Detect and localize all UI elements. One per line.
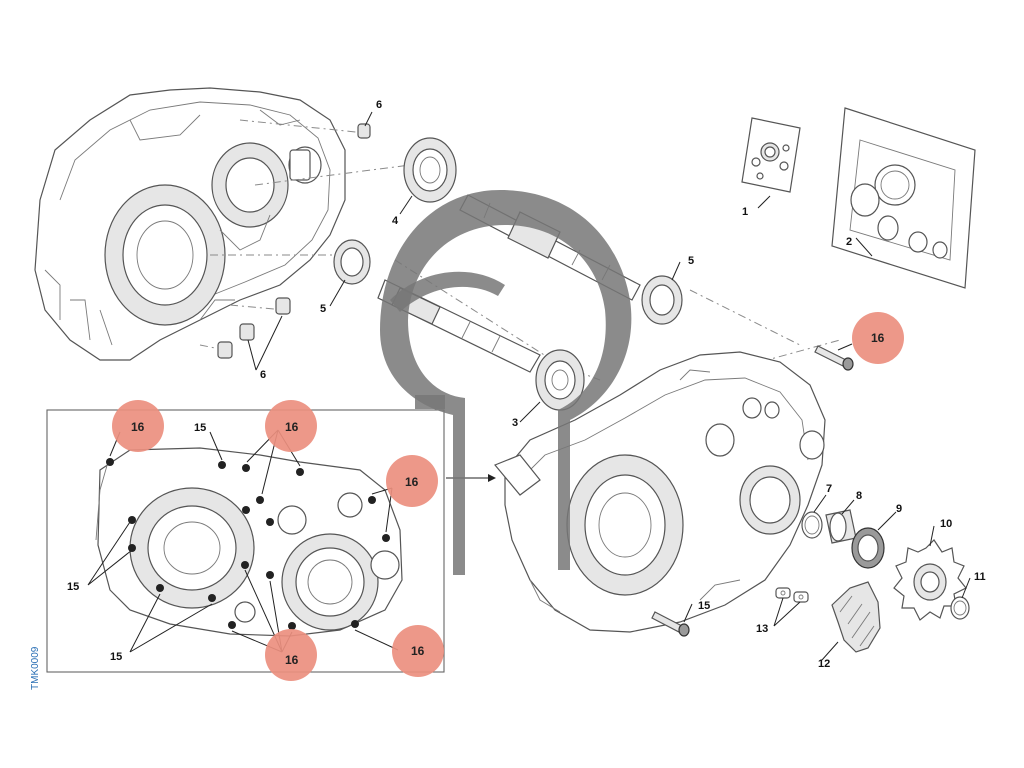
bolt-16-upper	[814, 345, 854, 371]
highlight-circle	[265, 629, 317, 681]
chain-link-13	[775, 587, 809, 603]
elephant-watermark	[380, 190, 632, 575]
callout-6: 6	[260, 369, 266, 381]
callout-15: 15	[698, 600, 710, 612]
bearing-4	[403, 137, 457, 203]
callout-13: 13	[756, 623, 768, 635]
callout-10: 10	[940, 518, 952, 530]
chain-12	[831, 581, 881, 653]
seal-9	[851, 527, 885, 569]
callout-16: 16	[285, 420, 299, 434]
drawing-code: TMK0009	[30, 646, 41, 690]
callout-16: 16	[871, 331, 885, 345]
callout-4: 4	[392, 215, 399, 227]
circlip-11	[950, 596, 970, 620]
right-crankcase-assembly	[494, 351, 826, 633]
dowel-pin	[275, 297, 291, 315]
callout-5: 5	[320, 303, 326, 315]
o-ring-7	[801, 511, 823, 539]
highlight-markers	[112, 312, 904, 681]
callout-11: 11	[974, 571, 986, 583]
callout-3: 3	[512, 417, 518, 429]
leader-lines	[87, 111, 971, 661]
left-crankcase-half	[34, 87, 346, 361]
callout-15: 15	[110, 651, 122, 663]
dowel-pin	[217, 341, 233, 359]
callout-9: 9	[896, 503, 902, 515]
callout-16: 16	[285, 653, 299, 667]
inset-bolt-holes	[106, 458, 390, 630]
callout-16: 16	[131, 420, 145, 434]
spacer-8	[825, 509, 857, 544]
inset-crankcase-view	[95, 447, 403, 637]
callout-5: 5	[688, 255, 694, 267]
dowel-pin	[239, 323, 255, 341]
callout-2: 2	[846, 236, 852, 248]
highlight-circle	[386, 455, 438, 507]
bearing-3	[535, 349, 585, 411]
callout-8: 8	[856, 490, 862, 502]
sprocket-10	[893, 539, 967, 621]
callout-1: 1	[742, 206, 748, 218]
highlight-circle	[265, 400, 317, 452]
dowel-pin	[357, 123, 371, 139]
callout-15: 15	[67, 581, 79, 593]
bearing-5-right	[641, 275, 683, 325]
highlight-circle	[852, 312, 904, 364]
dowel-pins	[217, 123, 371, 359]
callout-16: 16	[405, 475, 419, 489]
gasket-kit-1	[741, 117, 801, 193]
bearing-5-left	[333, 239, 371, 285]
bolt-15-lower	[651, 611, 690, 637]
callout-6: 6	[376, 99, 382, 111]
callout-12: 12	[818, 658, 830, 670]
callout-15: 15	[194, 422, 206, 434]
gasket-kit-2	[831, 107, 976, 289]
highlight-circle	[112, 400, 164, 452]
callout-7: 7	[826, 483, 832, 495]
inset-frame	[46, 409, 445, 673]
highlight-circle	[392, 625, 444, 677]
callout-labels: 1 2 3 4 5 5 6 6 7 8 9 10 11 12 13 15 15 …	[67, 99, 986, 670]
callout-16: 16	[411, 644, 425, 658]
